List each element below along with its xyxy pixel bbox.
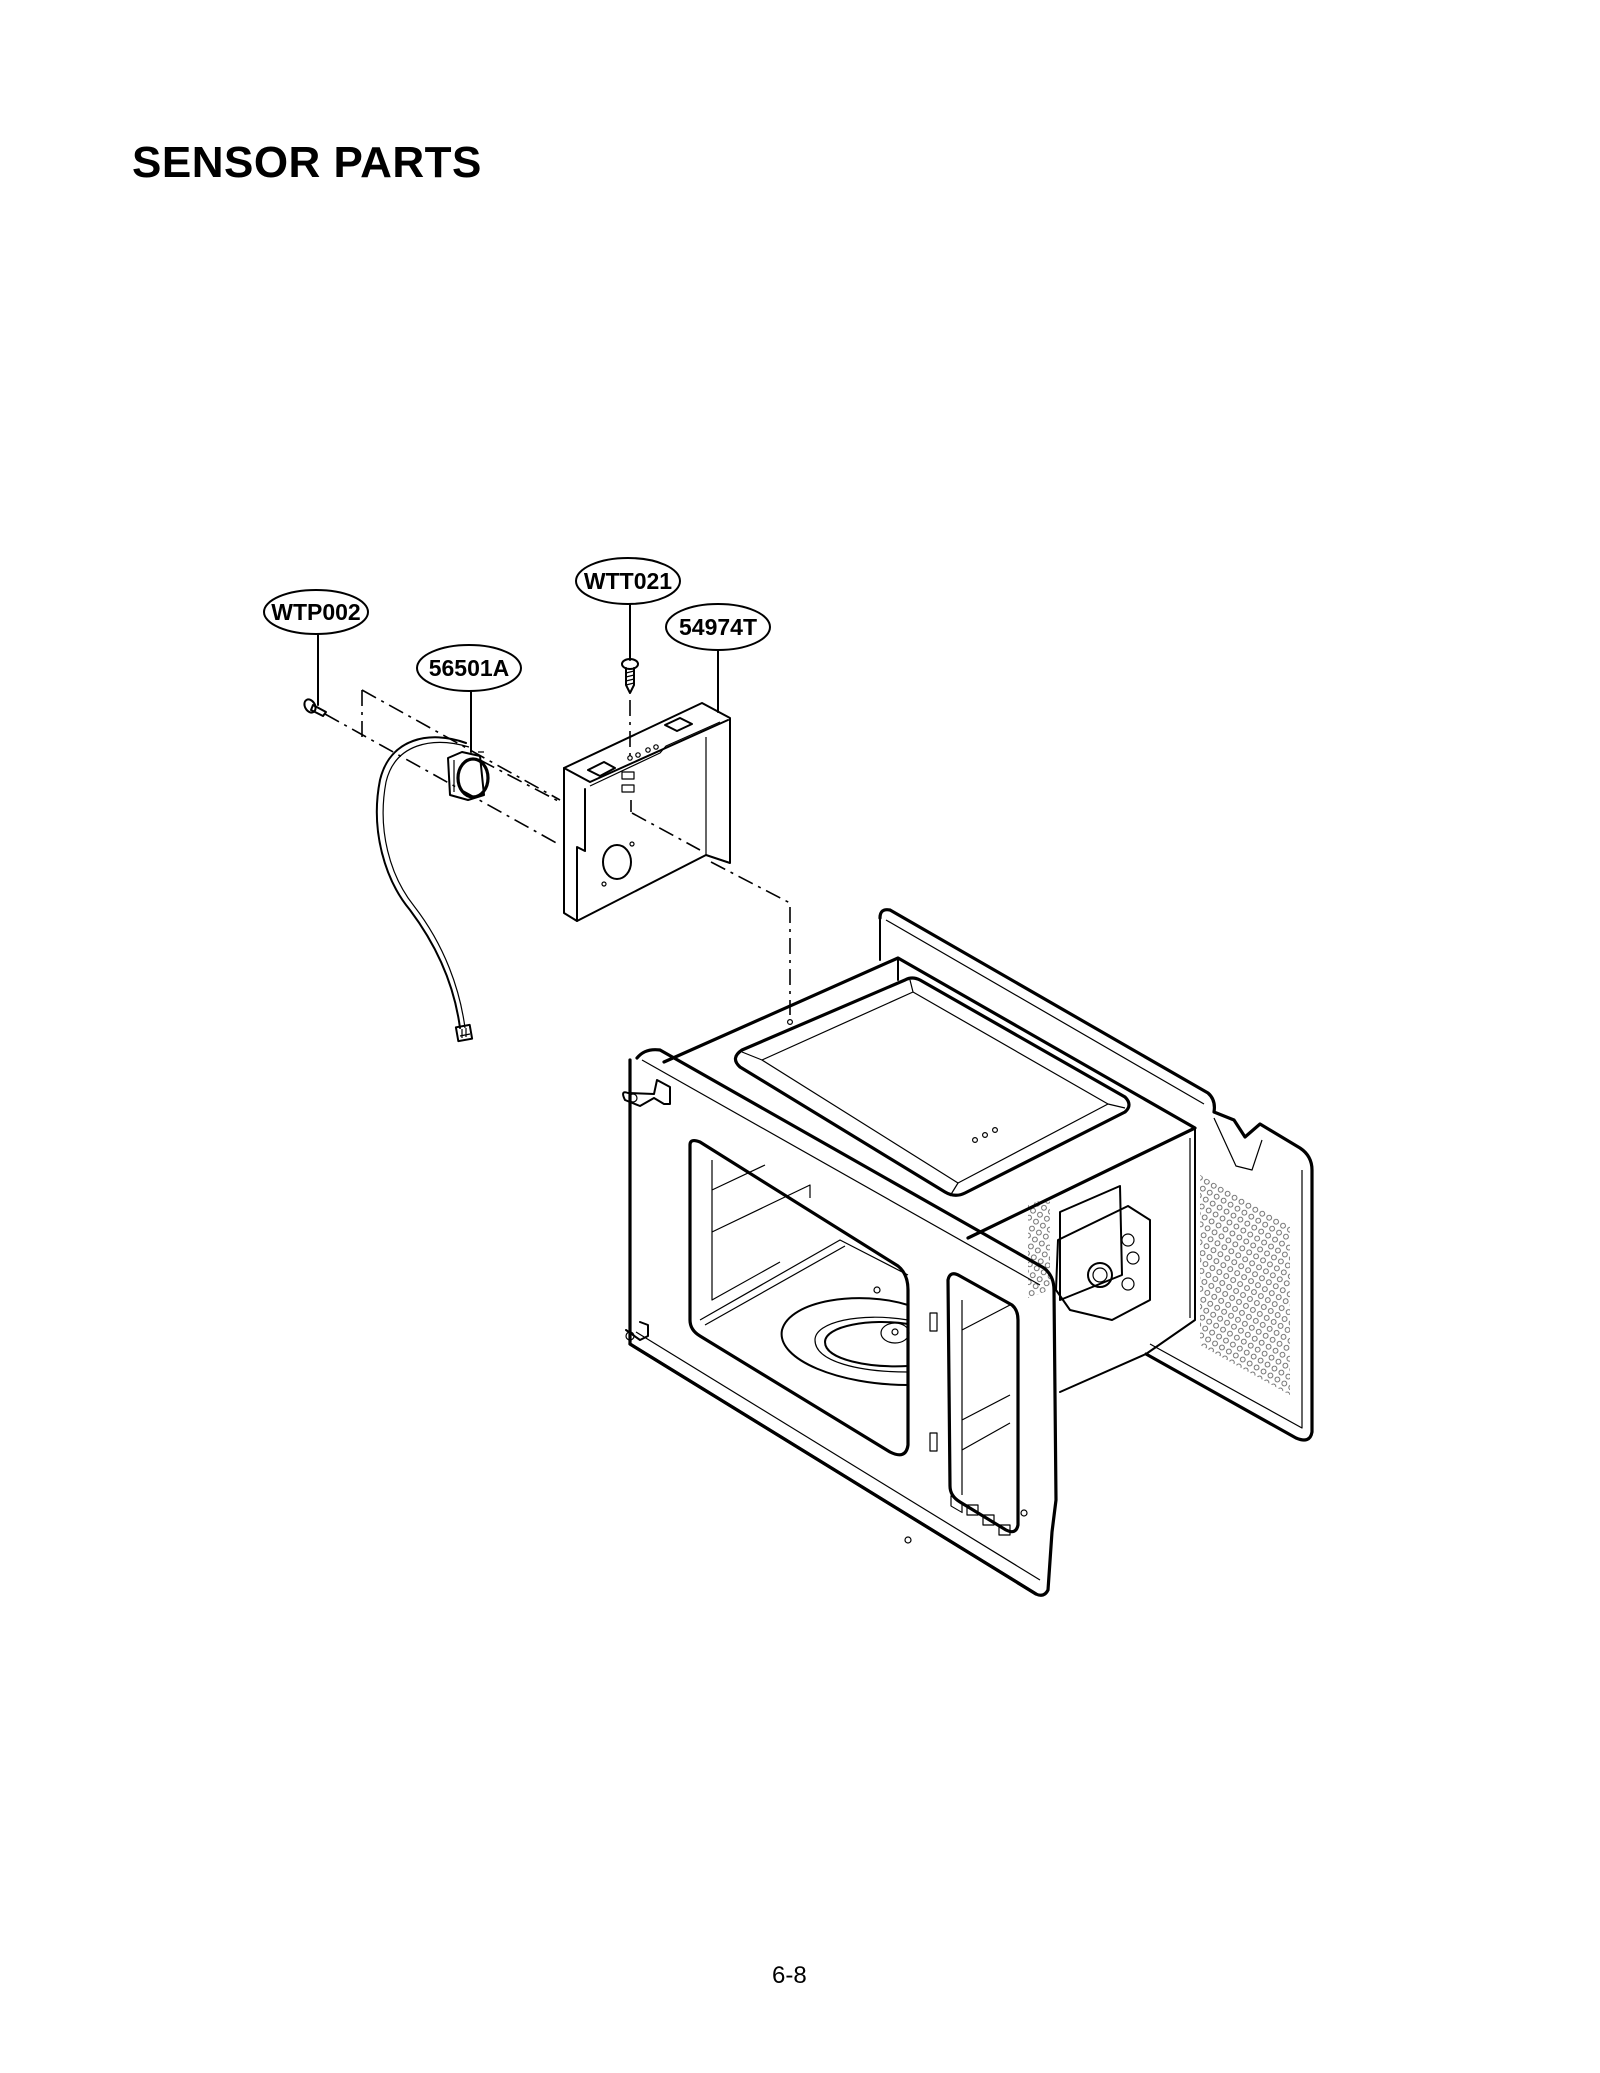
- callout-label: WTP002: [271, 599, 360, 625]
- callout-wtt021: WTT021: [575, 557, 681, 661]
- humidity-sensor-icon: [375, 736, 490, 1043]
- callout-label: WTT021: [584, 568, 672, 594]
- callout-wtp002: WTP002: [263, 589, 369, 706]
- vent-grid: [1028, 1175, 1290, 1395]
- page-number: 6-8: [772, 1962, 807, 1989]
- page-title: SENSOR PARTS: [132, 138, 482, 187]
- screw-wtp002-icon: [303, 698, 327, 717]
- callout-label: 54974T: [679, 614, 757, 640]
- assembly-guide-lines: [324, 689, 791, 1015]
- screw-wtt021-icon: [621, 658, 639, 694]
- microwave-cavity-icon: [622, 908, 1314, 1597]
- callout-label: 56501A: [429, 655, 510, 681]
- sensor-bracket-icon: [563, 702, 731, 922]
- callout-56501a: 56501A: [416, 644, 522, 753]
- turntable-icon: [780, 1297, 910, 1386]
- callout-54974t: 54974T: [665, 603, 771, 713]
- magnetron-icon: [1055, 1185, 1151, 1321]
